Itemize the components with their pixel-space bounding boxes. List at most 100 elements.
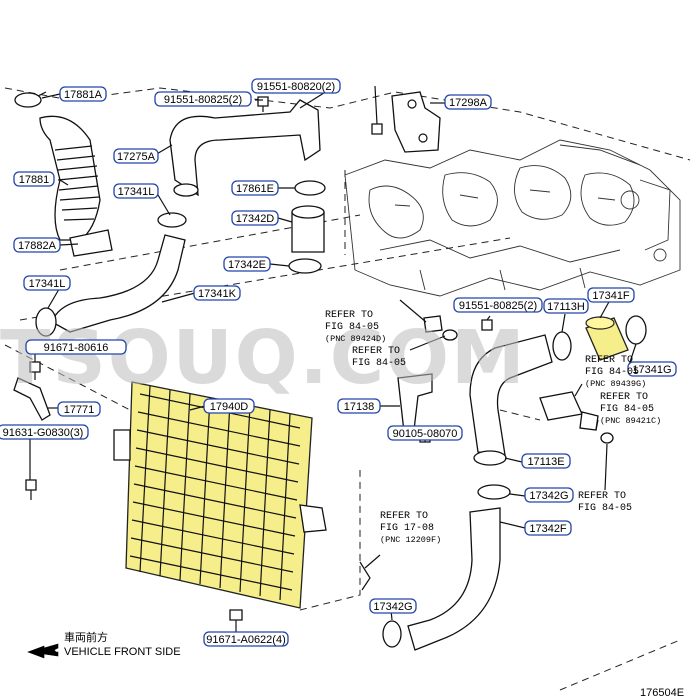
- clamp-17881a-part: [14, 91, 47, 108]
- clamp-17861e-part: [294, 180, 326, 196]
- svg-text:17113H: 17113H: [547, 301, 585, 313]
- svg-text:91551-80825(2): 91551-80825(2): [164, 94, 242, 106]
- label-91551-80820[interactable]: 91551-80820(2): [251, 78, 341, 94]
- sensor-89424d-part: [423, 315, 458, 341]
- label-17298a[interactable]: 17298A: [444, 94, 492, 110]
- label-17113h[interactable]: 17113H: [543, 298, 589, 314]
- svg-text:17138: 17138: [344, 401, 375, 413]
- svg-text:REFER TO: REFER TO: [325, 310, 373, 321]
- svg-text:17861E: 17861E: [236, 183, 274, 195]
- label-17113e[interactable]: 17113E: [521, 453, 571, 469]
- label-17275a[interactable]: 17275A: [113, 148, 159, 164]
- label-17881[interactable]: 17881: [13, 171, 55, 187]
- leader-lines: [29, 85, 637, 632]
- engine-block-illustration: [344, 139, 681, 297]
- reference-note-84-05-a[interactable]: REFER TO FIG 84-05: [352, 346, 406, 369]
- label-91671-80616[interactable]: 91671-80616: [25, 339, 127, 355]
- label-90105-08070[interactable]: 90105-08070: [387, 425, 463, 441]
- label-17341l-lower[interactable]: 17341L: [23, 275, 71, 291]
- pipe-17275a-part: [169, 99, 321, 197]
- label-17342e[interactable]: 17342E: [223, 256, 271, 272]
- bolt-91551-80825-lower-part: [481, 319, 493, 331]
- label-17341l-upper[interactable]: 17341L: [113, 183, 159, 199]
- svg-text:FIG 84-05: FIG 84-05: [325, 322, 379, 333]
- svg-text:17771: 17771: [64, 404, 95, 416]
- label-17342f[interactable]: 17342F: [524, 520, 572, 536]
- svg-text:17940D: 17940D: [210, 401, 249, 413]
- label-91551-80825-lower[interactable]: 91551-80825(2): [453, 297, 543, 313]
- label-17342d[interactable]: 17342D: [231, 210, 279, 226]
- clamp-89421c-part: [600, 432, 614, 444]
- svg-text:REFER TO: REFER TO: [578, 491, 626, 502]
- svg-text:(PNC 89424D): (PNC 89424D): [325, 334, 386, 344]
- bracket-17298a-part: [391, 91, 441, 153]
- tube-12209f-part: [359, 561, 371, 591]
- label-17882a[interactable]: 17882A: [13, 237, 61, 253]
- clamp-17341g-part: [625, 315, 647, 345]
- label-17861e[interactable]: 17861E: [231, 180, 279, 196]
- svg-text:17881: 17881: [19, 174, 50, 186]
- bracket-17138-part: [397, 373, 433, 433]
- sleeve-17341f-part: [585, 316, 629, 361]
- front-arrow-icon: [27, 643, 59, 659]
- svg-text:FIG 84-05: FIG 84-05: [578, 503, 632, 514]
- label-17881a[interactable]: 17881A: [59, 86, 107, 102]
- label-17341f[interactable]: 17341F: [587, 287, 635, 303]
- svg-text:FIG 84-05: FIG 84-05: [585, 367, 639, 378]
- svg-text:91551-80820(2): 91551-80820(2): [257, 81, 335, 93]
- clamp-17113h-part: [552, 331, 572, 361]
- svg-text:17342G: 17342G: [373, 601, 412, 613]
- svg-text:(PNC 12209F): (PNC 12209F): [380, 535, 441, 545]
- clamp-17342e-part: [288, 258, 322, 274]
- svg-text:17342D: 17342D: [236, 213, 275, 225]
- watermark-text: TSOUQ.COM: [0, 315, 527, 401]
- svg-text:FIG 84-05: FIG 84-05: [352, 358, 406, 369]
- hose-17342f-part: [407, 507, 501, 651]
- svg-text:17342G: 17342G: [529, 490, 568, 502]
- reference-note-12209f[interactable]: REFER TO FIG 17-08 (PNC 12209F): [380, 511, 441, 545]
- reference-note-89424d[interactable]: REFER TO FIG 84-05 (PNC 89424D): [325, 310, 386, 344]
- vehicle-front-jp: 車両前方: [64, 630, 108, 644]
- label-91631-g0830[interactable]: 91631-G0830(3): [0, 424, 89, 440]
- label-17771[interactable]: 17771: [57, 401, 101, 417]
- clamp-17341l-upper-part: [157, 212, 187, 228]
- sleeve-17342d-part: [291, 205, 325, 253]
- hose-17341k-part: [51, 234, 186, 333]
- vehicle-front-indicator: 車両前方 VEHICLE FRONT SIDE: [27, 630, 181, 659]
- bolt-91551-80820-part: [371, 123, 383, 135]
- label-91671-a0622[interactable]: 91671-A0622(4): [203, 631, 289, 647]
- svg-text:90105-08070: 90105-08070: [393, 428, 458, 440]
- label-17138[interactable]: 17138: [337, 398, 381, 414]
- svg-text:REFER TO: REFER TO: [600, 392, 648, 403]
- reference-note-89439g[interactable]: REFER TO FIG 84-05 (PNC 89439G): [585, 355, 646, 389]
- svg-text:17113E: 17113E: [527, 456, 564, 468]
- label-91551-80825-upper[interactable]: 91551-80825(2): [154, 91, 252, 107]
- clamp-17342g-upper-part: [477, 484, 511, 500]
- svg-text:17342E: 17342E: [228, 259, 266, 271]
- figure-code: 176504E: [640, 687, 684, 699]
- label-17341k[interactable]: 17341K: [193, 285, 241, 301]
- svg-text:REFER TO: REFER TO: [352, 346, 400, 357]
- reference-note-84-05-b[interactable]: REFER TO FIG 84-05: [578, 491, 632, 514]
- label-17342g-upper[interactable]: 17342G: [524, 487, 574, 503]
- bracket-89439g-part: [539, 391, 599, 431]
- bolt-91671-a0622-part: [229, 609, 243, 621]
- svg-text:17341F: 17341F: [592, 290, 630, 302]
- svg-text:FIG 84-05: FIG 84-05: [600, 404, 654, 415]
- vehicle-front-en: VEHICLE FRONT SIDE: [64, 646, 181, 658]
- bolt-91551-80825-upper-part: [257, 96, 269, 112]
- svg-text:17882A: 17882A: [18, 240, 57, 252]
- clamp-17341l-lower-part: [35, 307, 57, 337]
- svg-text:REFER TO: REFER TO: [585, 355, 633, 366]
- gasket-17882a-part: [69, 229, 113, 257]
- svg-text:91671-80616: 91671-80616: [44, 342, 109, 354]
- label-17940d[interactable]: 17940D: [203, 398, 255, 414]
- label-17341g[interactable]: 17341G: [627, 361, 677, 377]
- label-17342g-lower[interactable]: 17342G: [369, 598, 417, 614]
- svg-text:FIG 17-08: FIG 17-08: [380, 523, 434, 534]
- reference-note-89421c[interactable]: REFER TO FIG 84-05 (PNC 89421C): [600, 392, 661, 426]
- svg-text:REFER TO: REFER TO: [380, 511, 428, 522]
- bracket-17771-part: [13, 377, 51, 421]
- svg-text:17342F: 17342F: [529, 523, 567, 535]
